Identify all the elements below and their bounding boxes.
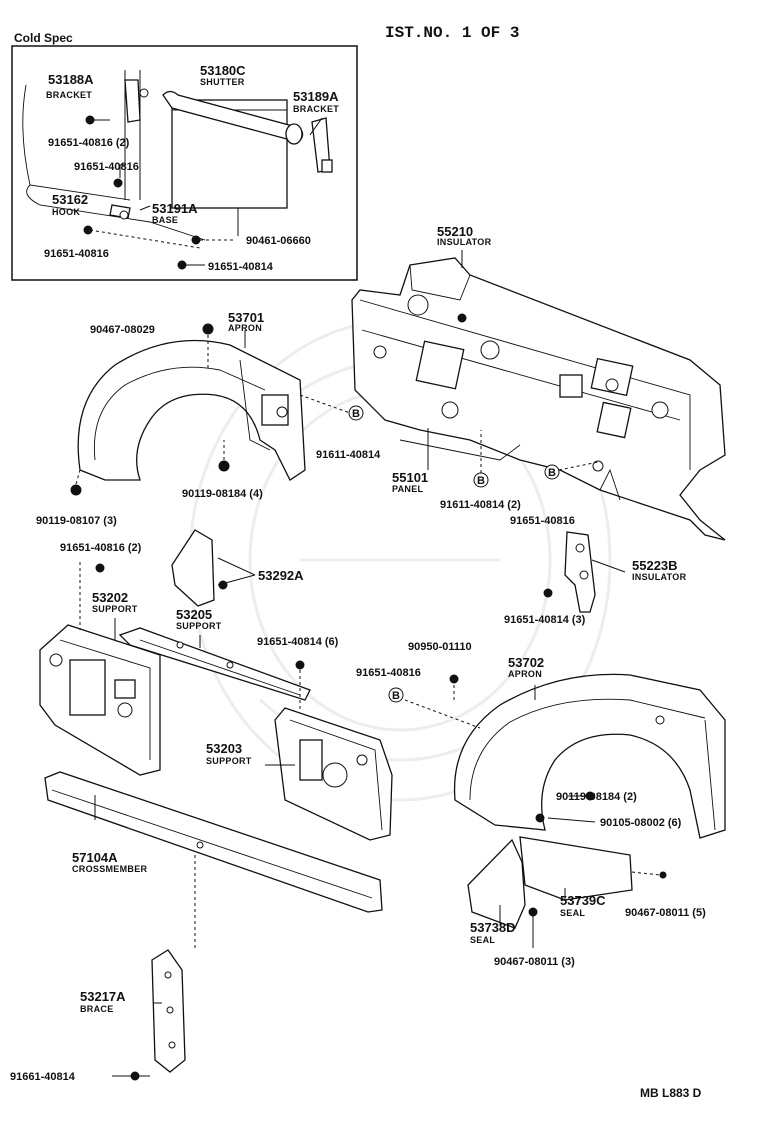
- fastener-label: 90119-08107 (3): [36, 515, 117, 527]
- part-number-55101: 55101: [392, 470, 428, 485]
- part-number-53203: 53203: [206, 741, 242, 756]
- part-name-bracket-2: BRACKET: [293, 104, 339, 114]
- part-name-insulator: INSULATOR: [437, 237, 492, 247]
- part-name-crossmember: CROSSMEMBER: [72, 864, 148, 874]
- reference-marker-b-3: B: [544, 461, 599, 480]
- part-number-53188a: 53188A: [48, 72, 94, 87]
- part-number-53739c: 53739C: [560, 893, 606, 908]
- reference-marker-b-2: B: [473, 430, 489, 488]
- fastener-label: 90950-01110: [408, 641, 472, 653]
- svg-text:B: B: [548, 467, 556, 479]
- shutter-assembly: [22, 70, 333, 270]
- fastener-label: 91611-40814: [316, 449, 381, 461]
- fastener-label: 91651-40816: [510, 515, 575, 527]
- insulator-55223b: [543, 531, 596, 613]
- part-number-53217a: 53217A: [80, 989, 126, 1004]
- fastener-label: 90467-08029: [90, 324, 155, 336]
- apron-53701: [70, 323, 351, 496]
- cold-spec-inset-box: [11, 45, 358, 281]
- part-number-53205: 53205: [176, 607, 212, 622]
- part-name-support-2: SUPPORT: [176, 621, 222, 631]
- fastener-label: 90119-08184 (4): [182, 488, 263, 500]
- support-53205: [118, 627, 311, 701]
- fastener-label: 90119-08184 (2): [556, 791, 637, 803]
- part-name-insulator-2: INSULATOR: [632, 572, 687, 582]
- part-number-53738d: 53738D: [470, 920, 516, 935]
- part-name-panel: PANEL: [392, 484, 424, 494]
- dash-panel-assembly: [351, 257, 726, 541]
- seal-53739c: [519, 836, 667, 901]
- reference-marker-b-1: B: [348, 405, 364, 421]
- fastener-label: 90105-08002 (6): [600, 817, 682, 829]
- part-number-53189a: 53189A: [293, 89, 339, 104]
- part-name-hook: HOOK: [52, 207, 80, 217]
- diagram-code: MB L883 D: [640, 1086, 702, 1100]
- list-number-header: IST.NO. 1 OF 3: [385, 24, 519, 42]
- part-name-base: BASE: [152, 215, 178, 225]
- apron-53702: [404, 673, 726, 839]
- leader-lines: [94, 250, 626, 1004]
- part-53292a: [171, 529, 228, 607]
- fastener-label: 91651-40814 (6): [257, 636, 339, 648]
- fastener-label: 91651-40816 (2): [60, 542, 142, 554]
- svg-text:B: B: [477, 475, 485, 487]
- fastener-labels: 91651-40816 (2) 91651-40816 90461-06660 …: [10, 137, 706, 1083]
- inset-title: Cold Spec: [14, 31, 73, 45]
- part-labels: 53188A BRACKET 53180C SHUTTER 53189A BRA…: [46, 63, 687, 1014]
- fastener-label: 91651-40816: [74, 161, 139, 173]
- support-53203: [274, 660, 393, 841]
- part-name-brace: BRACE: [80, 1004, 114, 1014]
- fastener-label: 91651-40816: [44, 248, 109, 260]
- reference-marker-b-4: B: [388, 687, 404, 703]
- svg-text:B: B: [352, 408, 360, 420]
- fastener-label: 91651-40814 (3): [504, 614, 586, 626]
- part-number-55210: 55210: [437, 224, 473, 239]
- fastener-label: 91651-40816: [356, 667, 421, 679]
- part-number-53191a: 53191A: [152, 201, 198, 216]
- svg-text:B: B: [392, 690, 400, 702]
- part-name-apron-2: APRON: [508, 669, 542, 679]
- fastener-label: 91661-40814: [10, 1071, 76, 1083]
- part-number-53162: 53162: [52, 192, 88, 207]
- part-number-53292a: 53292A: [258, 568, 304, 583]
- support-53202: [39, 562, 161, 776]
- fastener-label: 91611-40814 (2): [440, 499, 521, 511]
- part-number-55223b: 55223B: [632, 558, 678, 573]
- part-name-bracket: BRACKET: [46, 90, 92, 100]
- fastener-label: 90461-06660: [246, 235, 311, 247]
- part-number-53202: 53202: [92, 590, 128, 605]
- part-number-57104a: 57104A: [72, 850, 118, 865]
- fastener-label: 91651-40814: [208, 261, 274, 273]
- part-name-support: SUPPORT: [92, 604, 138, 614]
- brace-53217a: [112, 949, 186, 1081]
- fastener-label: 90467-08011 (3): [494, 956, 575, 968]
- part-number-53701: 53701: [228, 310, 264, 325]
- part-number-53702: 53702: [508, 655, 544, 670]
- seal-53738d: [467, 838, 538, 948]
- fastener-label: 90467-08011 (5): [625, 907, 706, 919]
- part-name-seal: SEAL: [560, 908, 585, 918]
- part-name-seal-2: SEAL: [470, 935, 495, 945]
- part-name-apron: APRON: [228, 323, 262, 333]
- part-number-53180c: 53180C: [200, 63, 246, 78]
- part-name-shutter: SHUTTER: [200, 77, 245, 87]
- crossmember-57104a: [44, 771, 383, 950]
- part-name-support-3: SUPPORT: [206, 756, 252, 766]
- fastener-label: 91651-40816 (2): [48, 137, 130, 149]
